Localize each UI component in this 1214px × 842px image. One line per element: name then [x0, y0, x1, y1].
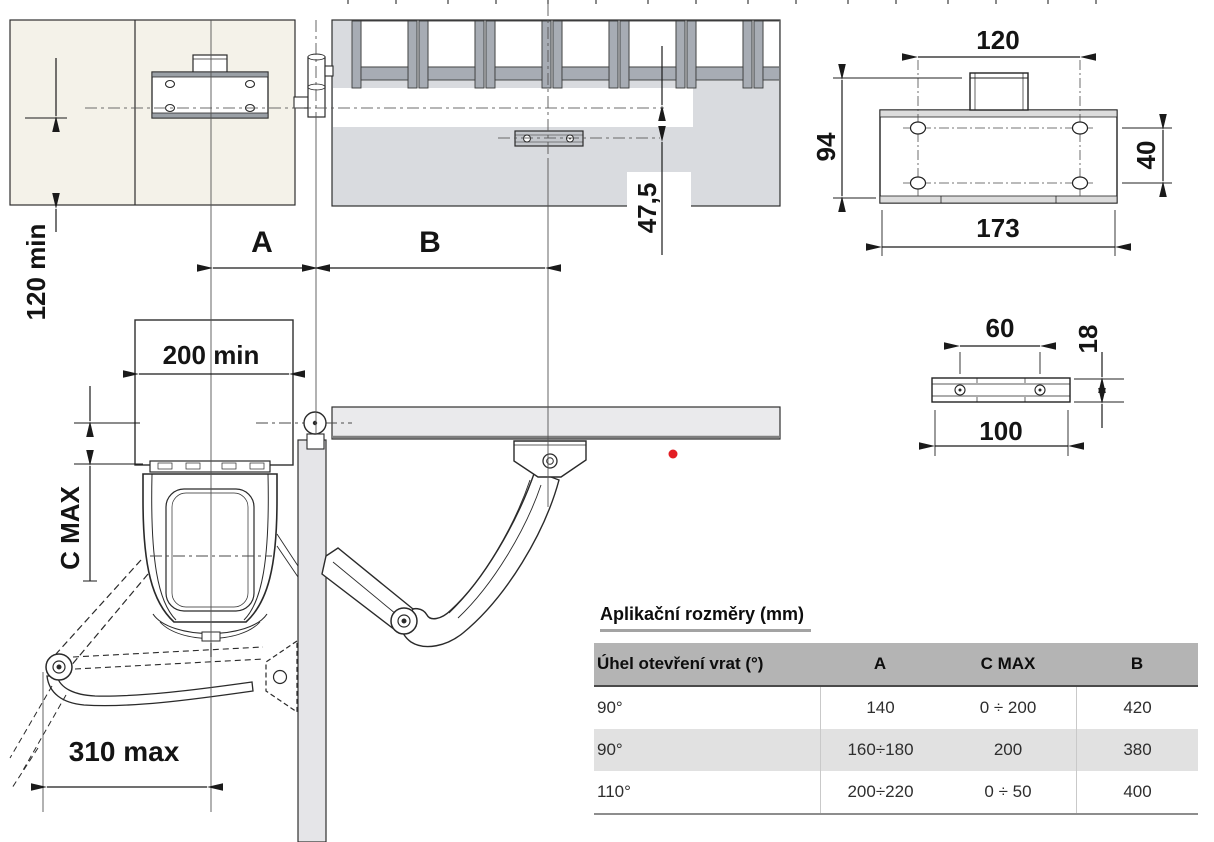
gate-bracket-plan [514, 130, 584, 147]
pillar-side [297, 439, 327, 842]
gate-hinge-plan [293, 53, 334, 118]
center-lines [42, 4, 664, 812]
motor-body [142, 460, 299, 657]
dim-label-b: B [419, 226, 441, 259]
dim-label-200-min: 200 min [162, 340, 260, 370]
table-cell: 0 ÷ 50 [984, 782, 1032, 801]
table-title: Aplikační rozměry (mm) [600, 604, 805, 624]
table-cell: 400 [1076, 771, 1198, 813]
gate-cutout-band [333, 88, 693, 127]
table-header-cell: A [873, 654, 887, 673]
application-dimensions-section: Aplikační rozměry (mm) Úhel otevření vra… [594, 604, 1198, 815]
table-cell: 200÷220 [820, 771, 940, 813]
side-view [9, 319, 781, 842]
application-dimensions-table: Úhel otevření vrat (°) A C MAX B 90° 140 0 ÷ 2… [594, 643, 1198, 815]
table-header-cell: Úhel otevření vrat (°) [597, 654, 764, 673]
articulated-arm-open [9, 559, 298, 789]
red-dot-marker [668, 449, 678, 459]
gate-bracket-open-ghost [265, 639, 298, 714]
articulated-arm-closed [321, 440, 587, 648]
top-edge-ticks [347, 0, 1097, 4]
dim-label-310-max: 310 max [68, 736, 180, 767]
dim-label-c-max: C MAX [55, 486, 85, 570]
table-cell: 110° [597, 782, 631, 801]
table-header-cell: B [1130, 654, 1144, 673]
dim-label-a: A [251, 226, 273, 259]
plate-dim-94: 94 [811, 132, 841, 162]
dim-label-120-min: 120 min [21, 223, 51, 321]
bracket-detail-drawing [919, 342, 1124, 456]
table-title-underline [600, 629, 811, 632]
plate-dim-40: 40 [1131, 140, 1161, 170]
bracket-dim-18: 18 [1073, 324, 1103, 354]
bracket-dim-60: 60 [985, 313, 1015, 343]
bracket-dim-100: 100 [979, 416, 1023, 446]
table-cell: 380 [1076, 729, 1198, 771]
table-header-cell: C MAX [980, 654, 1036, 673]
table-cell: 90° [597, 698, 623, 717]
table-header-row: Úhel otevření vrat (°) A C MAX B [594, 643, 1198, 687]
table-cell: 0 ÷ 200 [979, 698, 1037, 717]
table-row: 110° 200÷220 0 ÷ 50 400 [594, 771, 1198, 813]
table-cell: 420 [1076, 687, 1198, 729]
gate-bars [351, 20, 779, 89]
table-row: 90° 140 0 ÷ 200 420 [594, 687, 1198, 729]
table-cell: 90° [597, 740, 623, 759]
gate-rail-side [331, 406, 781, 440]
plan-view [9, 19, 781, 207]
plate-dim-120: 120 [976, 25, 1020, 55]
gate-hinge-side [256, 411, 352, 450]
table-cell: 200 [993, 740, 1023, 759]
plate-dim-173: 173 [976, 213, 1020, 243]
pillar-clearance-box [134, 319, 294, 466]
table-cell: 160÷180 [820, 729, 940, 771]
table-cell: 140 [820, 687, 940, 729]
curved-arm [400, 470, 560, 648]
dim-label-47-5: 47,5 [632, 182, 662, 234]
dimension-lines [25, 46, 691, 791]
plate-detail-drawing [833, 53, 1172, 256]
table-row: 90° 160÷180 200 380 [594, 729, 1198, 771]
